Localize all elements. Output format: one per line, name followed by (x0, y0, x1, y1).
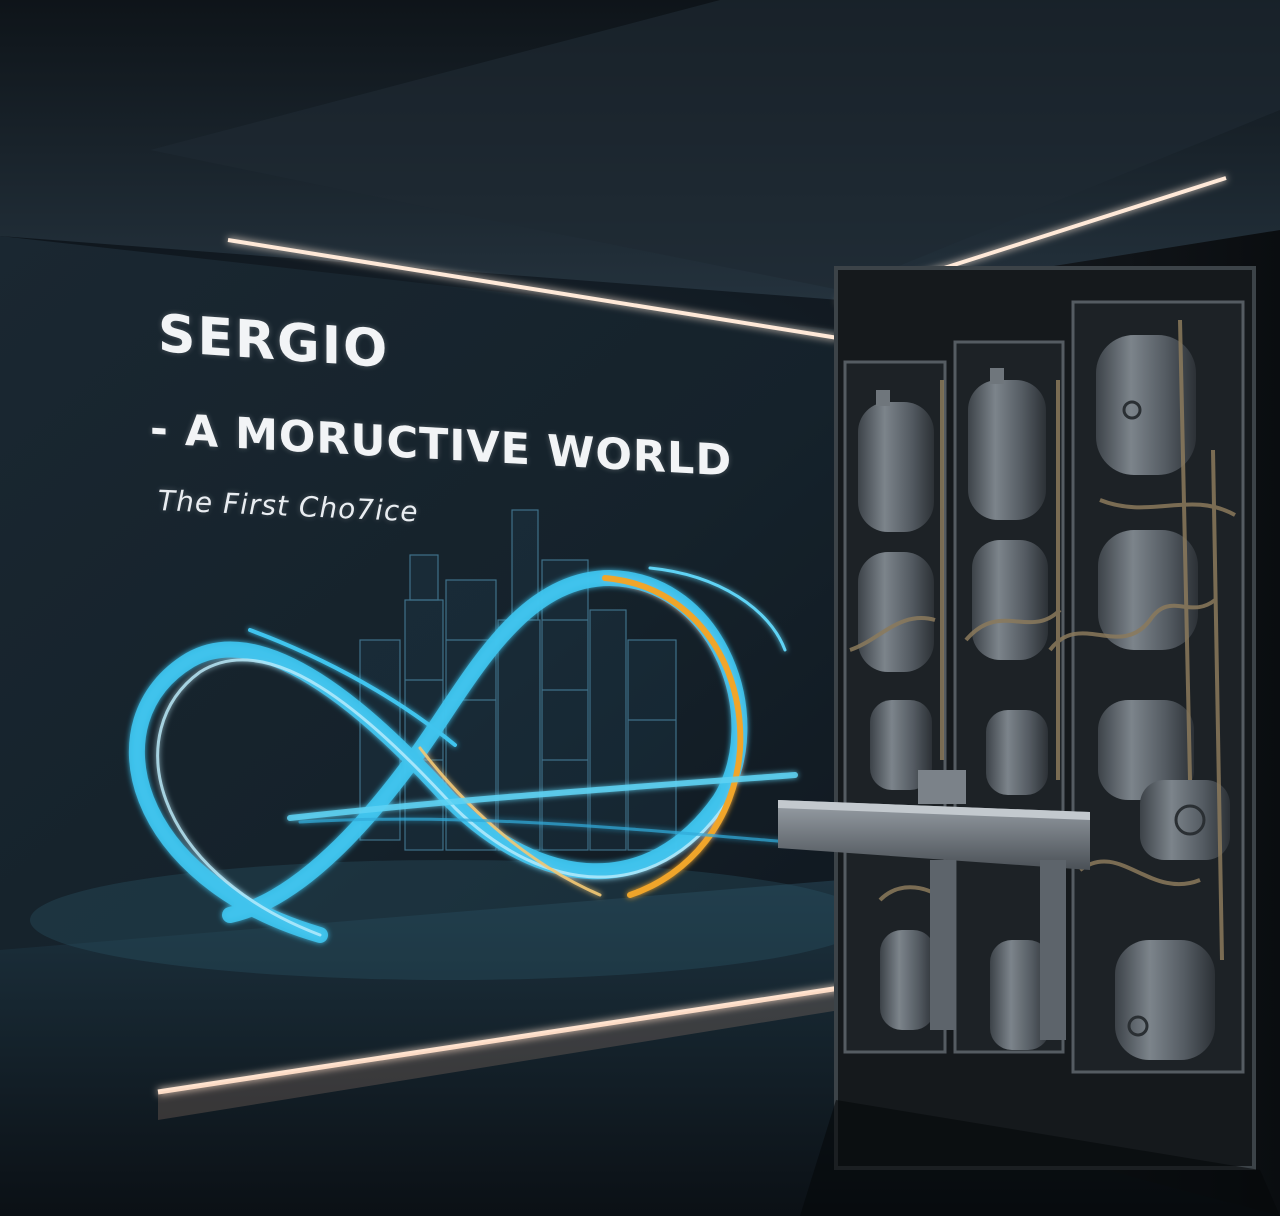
tank-cabinet (778, 266, 1256, 1170)
tank-col-2 (968, 368, 1050, 1050)
cabinet-floor-shadow (800, 1100, 1280, 1216)
tank-col-1 (858, 390, 935, 1030)
shelf (778, 770, 1090, 1040)
led-strip-floor (157, 985, 841, 1095)
led-strip-ceiling-left (227, 238, 839, 340)
back-wall (0, 236, 840, 960)
floor-reflection (30, 860, 870, 980)
ceiling-panel (150, 0, 1280, 290)
infinity-ribbon (128, 566, 798, 943)
tank-col-3 (1096, 335, 1230, 1060)
floor-light-wash (158, 988, 840, 1120)
pipes (849, 319, 1236, 961)
